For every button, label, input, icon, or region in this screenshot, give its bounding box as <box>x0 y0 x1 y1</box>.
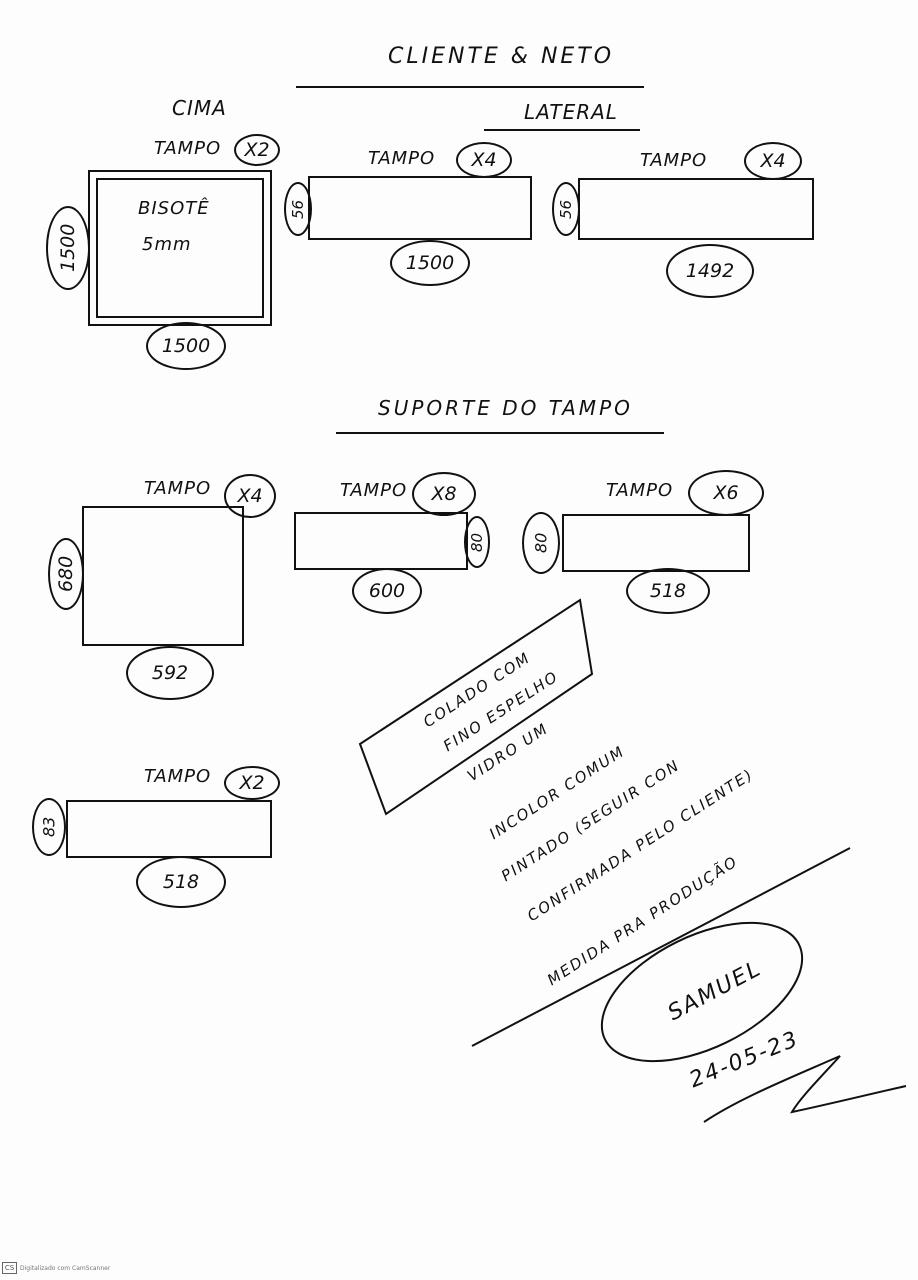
cima-label: TAMPO <box>154 138 222 159</box>
scanner-logo: CS <box>2 1262 17 1274</box>
support-c-width: 518 <box>649 580 687 602</box>
lateral-a-label: TAMPO <box>368 148 436 169</box>
cima-qty-oval: X2 <box>234 134 280 166</box>
support-a-qty: X4 <box>237 485 263 507</box>
support-a-width: 592 <box>151 662 189 684</box>
strike-line <box>471 847 851 1047</box>
support-c-qty-oval: X6 <box>688 470 764 516</box>
support-d-qty-oval: X2 <box>224 766 280 800</box>
support-b-rect <box>294 512 468 570</box>
cima-height: 1500 <box>57 223 79 273</box>
lateral-a-qty: X4 <box>471 149 497 171</box>
lateral-a-height: 56 <box>289 199 307 219</box>
lateral-a-height-oval: 56 <box>284 182 312 236</box>
support-b-height-oval: 80 <box>464 516 490 568</box>
support-c-qty: X6 <box>713 482 739 504</box>
support-d-rect <box>66 800 272 858</box>
support-b-label: TAMPO <box>340 480 408 501</box>
support-underline <box>336 432 664 434</box>
support-d-height: 83 <box>39 816 59 838</box>
support-a-width-oval: 592 <box>126 646 214 700</box>
scanner-watermark: Digitalizado com CamScanner <box>20 1265 111 1272</box>
cima-inner-rect <box>96 178 264 318</box>
support-a-rect <box>82 506 244 646</box>
cima-width-oval: 1500 <box>146 322 226 370</box>
section-label-lateral: LATERAL <box>524 100 618 124</box>
note-box <box>358 598 594 816</box>
lateral-b-qty: X4 <box>760 150 786 172</box>
signature-oval <box>600 921 804 1063</box>
support-b-width-oval: 600 <box>352 568 422 614</box>
support-c-width-oval: 518 <box>626 568 710 614</box>
support-d-width: 518 <box>162 871 200 893</box>
support-b-qty: X8 <box>431 483 457 505</box>
support-d-height-oval: 83 <box>32 798 66 856</box>
lateral-b-width-oval: 1492 <box>666 244 754 298</box>
lateral-a-width: 1500 <box>405 252 455 274</box>
support-c-height: 80 <box>531 532 551 554</box>
support-b-width: 600 <box>368 580 406 602</box>
lateral-b-height-oval: 56 <box>552 182 580 236</box>
support-d-qty: X2 <box>239 772 265 794</box>
support-a-height-oval: 680 <box>48 538 84 610</box>
support-b-height: 80 <box>468 532 486 552</box>
support-c-label: TAMPO <box>606 480 674 501</box>
cima-bisote: BISOTÊ <box>138 198 210 219</box>
lateral-b-label: TAMPO <box>640 150 708 171</box>
support-b-qty-oval: X8 <box>412 472 476 516</box>
cima-qty: X2 <box>244 139 270 161</box>
cima-thickness: 5mm <box>142 234 192 255</box>
lateral-underline <box>484 129 640 131</box>
support-a-qty-oval: X4 <box>224 474 276 518</box>
support-d-label: TAMPO <box>144 766 212 787</box>
lateral-b-height: 56 <box>557 199 575 219</box>
lateral-a-width-oval: 1500 <box>390 240 470 286</box>
page-title: CLIENTE & NETO <box>388 44 615 69</box>
lateral-b-rect <box>578 178 814 240</box>
support-c-rect <box>562 514 750 572</box>
support-c-height-oval: 80 <box>522 512 560 574</box>
support-d-width-oval: 518 <box>136 856 226 908</box>
title-underline <box>296 86 644 88</box>
support-a-height: 680 <box>55 555 77 593</box>
support-a-label: TAMPO <box>144 478 212 499</box>
lateral-a-qty-oval: X4 <box>456 142 512 178</box>
lateral-b-qty-oval: X4 <box>744 142 802 180</box>
section-label-cima: CIMA <box>172 96 227 120</box>
support-heading: SUPORTE DO TAMPO <box>378 396 633 420</box>
signature-flourish <box>703 1055 907 1123</box>
lateral-a-rect <box>308 176 532 240</box>
lateral-b-width: 1492 <box>685 260 735 282</box>
cima-width: 1500 <box>161 335 211 357</box>
cima-height-oval: 1500 <box>46 206 90 290</box>
